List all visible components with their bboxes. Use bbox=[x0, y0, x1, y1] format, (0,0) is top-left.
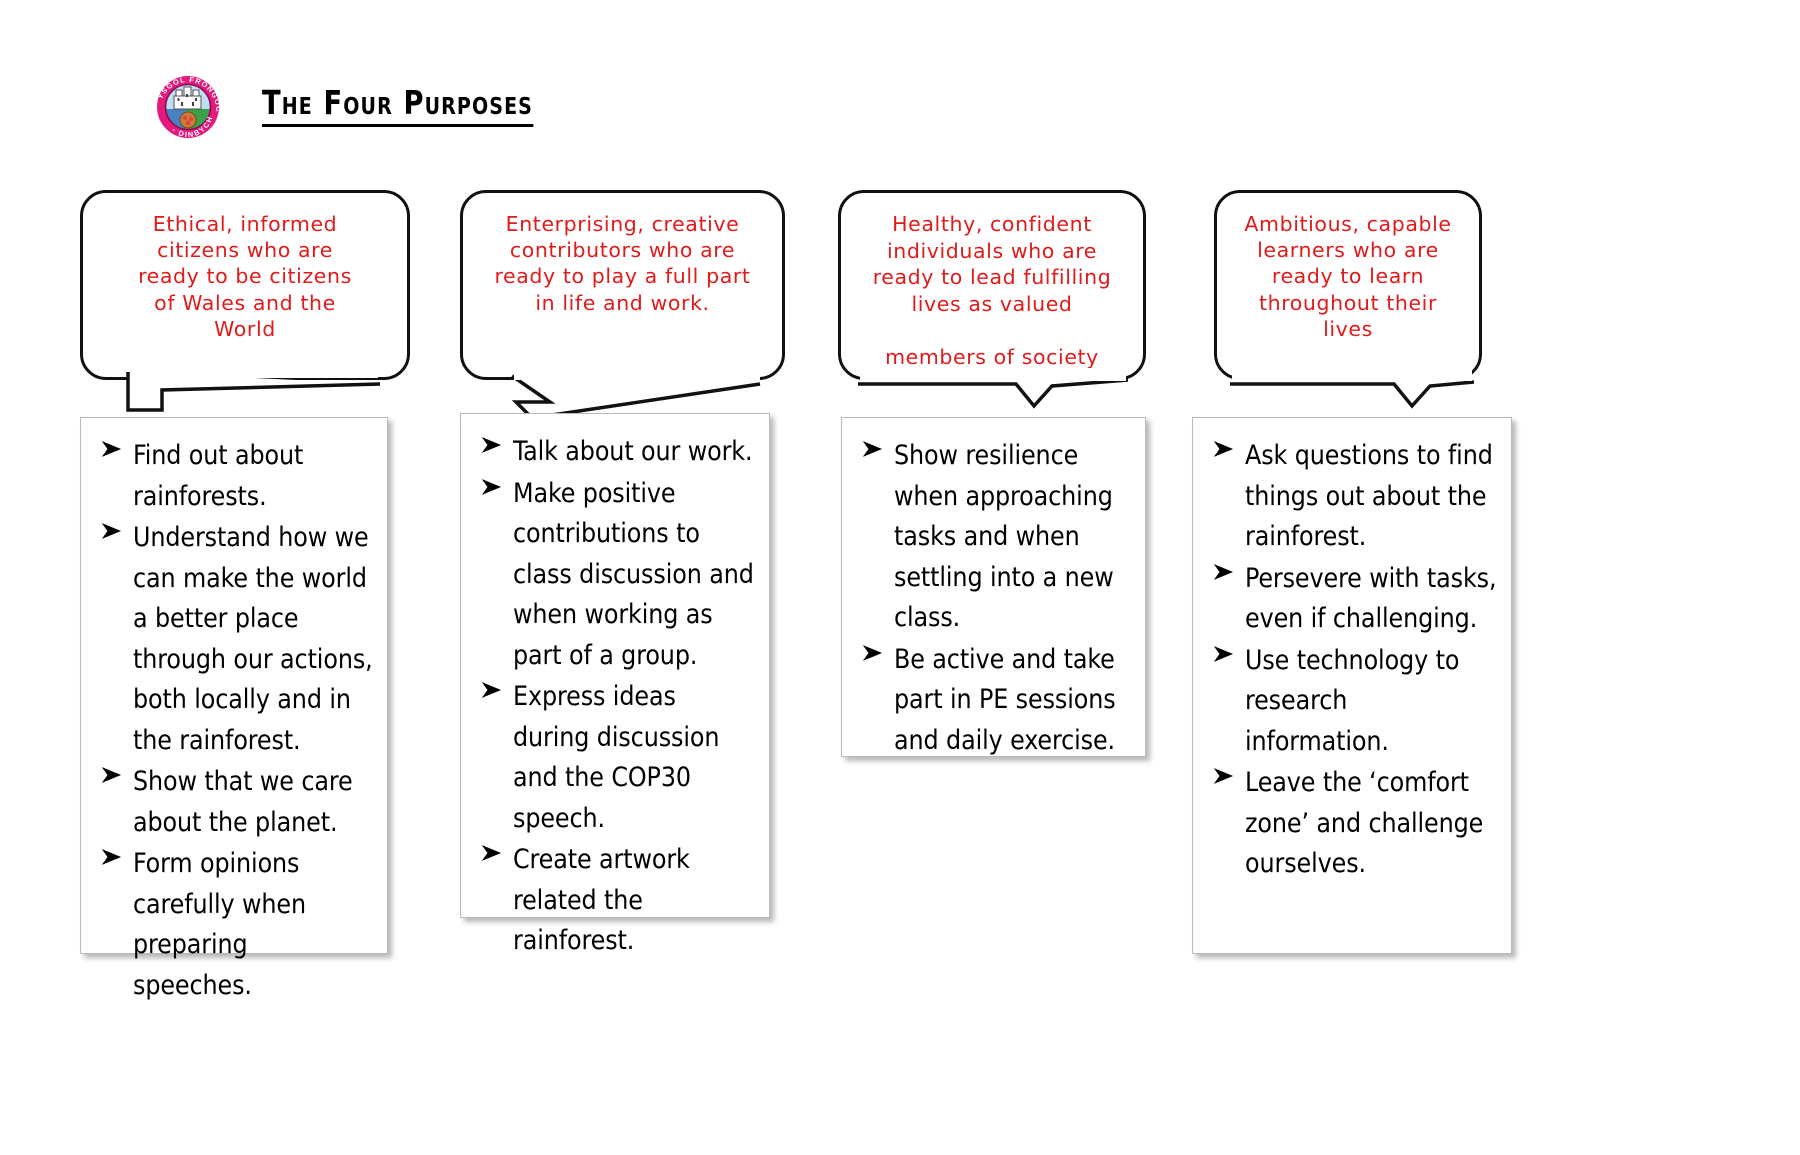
speech-bubble-1: Ethical, informed citizens who are ready… bbox=[80, 190, 410, 380]
arrow-bullet-icon bbox=[862, 642, 888, 668]
list-item: Find out about rainforests. bbox=[93, 436, 373, 517]
list-item: Show resilience when approaching tasks a… bbox=[854, 436, 1131, 639]
list-item-text: Form opinions carefully when preparing s… bbox=[133, 848, 307, 1001]
outcomes-box-3: Show resilience when approaching tasks a… bbox=[841, 417, 1146, 757]
speech-bubble-text-4: Ambitious, capable learners who are read… bbox=[1244, 212, 1452, 341]
outcomes-box-2: Talk about our work. Make positive contr… bbox=[460, 413, 770, 956]
list-item-text: Talk about our work. bbox=[513, 436, 753, 467]
list-item-text: Persevere with tasks, even if challengin… bbox=[1245, 562, 1497, 635]
arrow-bullet-icon bbox=[101, 846, 127, 872]
speech-bubble-wrap-4: Ambitious, capable learners who are read… bbox=[1192, 190, 1517, 409]
outcomes-list-3: Show resilience when approaching tasks a… bbox=[854, 436, 1131, 761]
arrow-bullet-icon bbox=[1213, 765, 1239, 791]
arrow-bullet-icon bbox=[101, 438, 127, 464]
list-item-text: Show that we care about the planet. bbox=[133, 766, 353, 838]
speech-bubble-text-2: Enterprising, creative contributors who … bbox=[494, 212, 751, 315]
arrow-bullet-icon bbox=[101, 520, 127, 546]
outcomes-list-1: Find out about rainforests. Understand h… bbox=[93, 436, 373, 1006]
speech-bubble-wrap-1: Ethical, informed citizens who are ready… bbox=[80, 190, 410, 412]
speech-bubble-wrap-3: Healthy, confident individuals who are r… bbox=[838, 190, 1146, 409]
arrow-bullet-icon bbox=[481, 434, 507, 460]
list-item-text: Ask questions to find things out about t… bbox=[1245, 440, 1493, 553]
list-item: Make positive contributions to class dis… bbox=[473, 474, 755, 677]
list-item: Express ideas during discussion and the … bbox=[473, 677, 755, 839]
arrow-bullet-icon bbox=[481, 842, 507, 868]
list-item-text: Use technology to research information. bbox=[1245, 644, 1460, 757]
list-item-text: Create artwork related the rainforest. bbox=[513, 844, 690, 957]
list-item-text: Leave the ‘comfort zone’ and challenge o… bbox=[1245, 767, 1484, 880]
speech-bubble-wrap-2: Enterprising, creative contributors who … bbox=[460, 190, 785, 420]
arrow-bullet-icon bbox=[481, 679, 507, 705]
list-item-text: Express ideas during discussion and the … bbox=[513, 681, 720, 834]
ysgol-frongoch-crest-icon: YSGOL FRONGOCH - DINBYCH - bbox=[150, 68, 226, 144]
speech-bubble-2: Enterprising, creative contributors who … bbox=[460, 190, 785, 380]
list-item: Create artwork related the rainforest. bbox=[473, 840, 755, 962]
list-item: Leave the ‘comfort zone’ and challenge o… bbox=[1205, 763, 1497, 885]
list-item: Ask questions to find things out about t… bbox=[1205, 436, 1497, 558]
list-item: Understand how we can make the world a b… bbox=[93, 518, 373, 761]
outcomes-box-1: Find out about rainforests. Understand h… bbox=[80, 417, 388, 1001]
list-item: Form opinions carefully when preparing s… bbox=[93, 844, 373, 1006]
arrow-bullet-icon bbox=[1213, 561, 1239, 587]
list-item: Show that we care about the planet. bbox=[93, 762, 373, 843]
list-item: Be active and take part in PE sessions a… bbox=[854, 640, 1131, 762]
speech-bubble-4: Ambitious, capable learners who are read… bbox=[1214, 190, 1482, 380]
list-item-text: Find out about rainforests. bbox=[133, 440, 304, 512]
list-item-text: Understand how we can make the world a b… bbox=[133, 522, 373, 756]
list-item-text: Be active and take part in PE sessions a… bbox=[894, 643, 1116, 756]
list-item: Use technology to research information. bbox=[1205, 641, 1497, 763]
arrow-bullet-icon bbox=[1213, 643, 1239, 669]
arrow-bullet-icon bbox=[101, 764, 127, 790]
page-title: The Four Purposes bbox=[262, 84, 533, 128]
speech-bubble-text-3: Healthy, confident individuals who are r… bbox=[872, 212, 1112, 370]
arrow-bullet-icon bbox=[481, 476, 507, 502]
speech-bubble-3: Healthy, confident individuals who are r… bbox=[838, 190, 1146, 380]
page-header: YSGOL FRONGOCH - DINBYCH - The Four Purp… bbox=[150, 68, 557, 144]
arrow-bullet-icon bbox=[1213, 438, 1239, 464]
outcomes-list-2: Talk about our work. Make positive contr… bbox=[473, 432, 755, 962]
outcomes-list-4: Ask questions to find things out about t… bbox=[1205, 436, 1497, 885]
list-item-text: Show resilience when approaching tasks a… bbox=[894, 440, 1114, 634]
speech-bubble-text-1: Ethical, informed citizens who are ready… bbox=[138, 212, 352, 341]
outcomes-box-4: Ask questions to find things out about t… bbox=[1192, 417, 1512, 954]
list-item-text: Make positive contributions to class dis… bbox=[513, 477, 754, 671]
arrow-bullet-icon bbox=[862, 438, 888, 464]
list-item: Talk about our work. bbox=[473, 432, 755, 473]
list-item: Persevere with tasks, even if challengin… bbox=[1205, 559, 1497, 640]
